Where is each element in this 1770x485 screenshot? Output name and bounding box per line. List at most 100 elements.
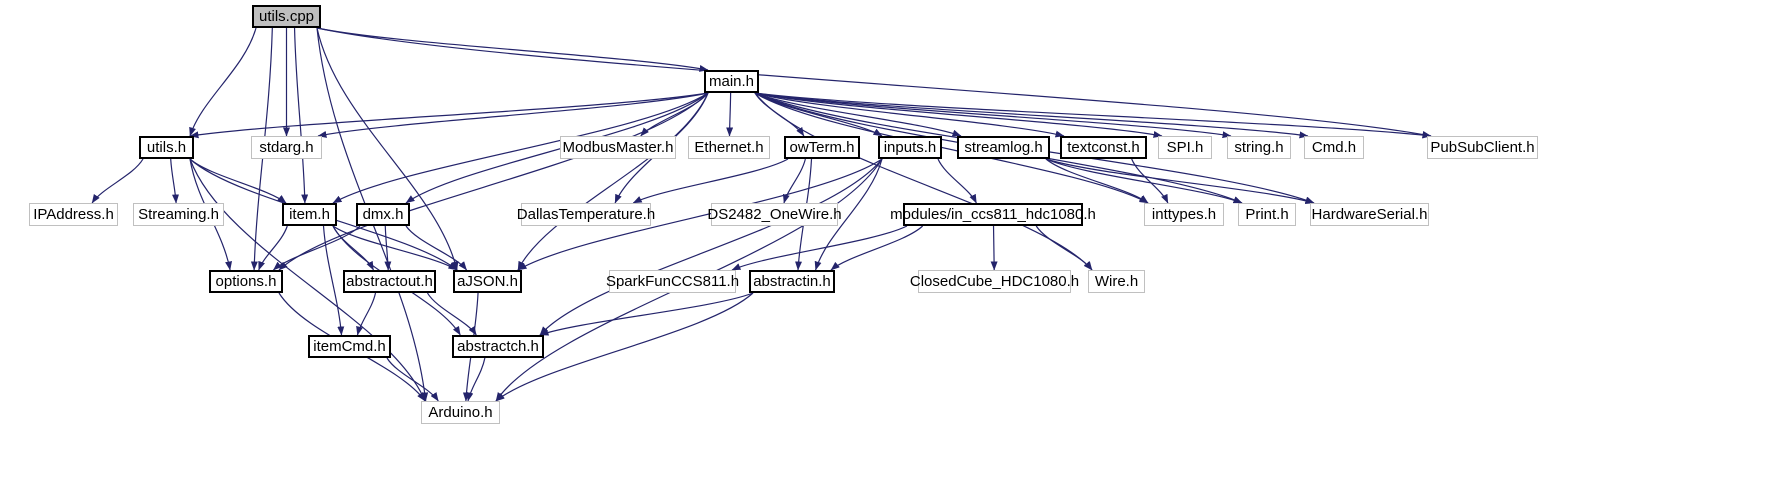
graph-node-ipaddress-h[interactable]: IPAddress.h xyxy=(29,203,118,226)
graph-node-label: utils.h xyxy=(146,139,187,156)
graph-edge-streamlog-h-to-print-h xyxy=(1045,158,1243,204)
graph-node-ds2482-h[interactable]: DS2482_OneWire.h xyxy=(707,203,842,226)
graph-node-label: Wire.h xyxy=(1094,273,1139,290)
graph-node-pubsubclient-h[interactable]: PubSubClient.h xyxy=(1427,136,1538,159)
graph-node-label: SparkFunCCS811.h xyxy=(605,273,740,290)
graph-edge-main-h-to-options-h xyxy=(278,92,709,271)
graph-node-label: main.h xyxy=(708,73,755,90)
graph-node-label: PubSubClient.h xyxy=(1430,139,1535,156)
graph-edge-main-h-to-dmx-h xyxy=(405,92,709,204)
graph-edge-abstractch-h-to-arduino-h xyxy=(466,357,486,402)
graph-edge-streamlog-h-to-inttypes-h xyxy=(1045,158,1149,204)
graph-node-label: Ethernet.h xyxy=(694,139,764,156)
graph-node-sparkfun-h[interactable]: SparkFunCCS811.h xyxy=(605,270,740,293)
graph-node-label: ModbusMaster.h xyxy=(562,139,674,156)
graph-edge-main-h-to-inttypes-h xyxy=(754,92,1149,204)
graph-node-label: item.h xyxy=(289,206,330,223)
graph-node-string-h[interactable]: string.h xyxy=(1227,136,1291,159)
graph-node-label: Arduino.h xyxy=(428,404,493,421)
graph-node-label: dmx.h xyxy=(362,206,404,223)
graph-edge-ccs811mod-h-to-closedcube-h xyxy=(990,225,998,271)
graph-edge-main-h-to-ethernet-h xyxy=(726,92,734,137)
graph-edge-streamlog-h-to-hardwareserial-h xyxy=(1045,158,1315,205)
graph-edge-main-h-to-wire-h xyxy=(754,92,1093,271)
graph-node-modbusmaster-h[interactable]: ModbusMaster.h xyxy=(560,136,676,159)
graph-edge-ccs811mod-h-to-wire-h xyxy=(1035,225,1093,271)
graph-node-label: string.h xyxy=(1234,139,1284,156)
graph-node-wire-h[interactable]: Wire.h xyxy=(1088,270,1145,293)
graph-node-ajson-h[interactable]: aJSON.h xyxy=(453,270,522,293)
graph-edge-abstractout-h-to-itemcmd-h xyxy=(356,292,377,336)
graph-node-itemcmd-h[interactable]: itemCmd.h xyxy=(308,335,391,358)
graph-node-stdarg-h[interactable]: stdarg.h xyxy=(251,136,322,159)
graph-edge-inputs-h-to-ajson-h xyxy=(517,158,883,271)
graph-node-label: Streaming.h xyxy=(138,206,219,223)
graph-node-closedcube-h[interactable]: ClosedCube_HDC1080.h xyxy=(910,270,1079,293)
graph-edge-utils-h-to-arduino-h xyxy=(189,158,426,402)
graph-edge-inputs-h-to-abstractin-h xyxy=(814,158,883,271)
graph-edge-main-h-to-utils-h xyxy=(189,92,709,139)
graph-node-label: utils.cpp xyxy=(258,8,315,25)
graph-edge-dmx-h-to-abstractout-h xyxy=(384,225,392,271)
graph-node-textconst-h[interactable]: textconst.h xyxy=(1060,136,1147,159)
graph-node-abstractout-h[interactable]: abstractout.h xyxy=(343,270,436,293)
graph-node-ccs811mod-h[interactable]: modules/in_ccs811_hdc1080.h xyxy=(890,203,1096,226)
graph-node-main-h[interactable]: main.h xyxy=(704,70,759,93)
graph-edge-dmx-h-to-options-h xyxy=(273,225,361,271)
graph-node-label: inputs.h xyxy=(883,139,937,156)
graph-edge-utils-cpp-to-item-h xyxy=(293,27,309,204)
graph-node-inputs-h[interactable]: inputs.h xyxy=(878,136,942,159)
graph-node-ethernet-h[interactable]: Ethernet.h xyxy=(688,136,770,159)
graph-node-abstractin-h[interactable]: abstractin.h xyxy=(749,270,835,293)
graph-edge-owterm-h-to-ds2482-h xyxy=(782,158,806,204)
graph-edge-main-h-to-item-h xyxy=(332,92,709,204)
graph-node-print-h[interactable]: Print.h xyxy=(1238,203,1296,226)
graph-node-arduino-h[interactable]: Arduino.h xyxy=(421,401,500,424)
graph-node-abstractch-h[interactable]: abstractch.h xyxy=(452,335,544,358)
graph-node-streaming-h[interactable]: Streaming.h xyxy=(133,203,224,226)
graph-node-spi-h[interactable]: SPI.h xyxy=(1158,136,1212,159)
graph-node-label: owTerm.h xyxy=(789,139,855,156)
graph-node-label: DallasTemperature.h xyxy=(516,206,656,223)
graph-edge-inputs-h-to-abstractch-h xyxy=(539,158,883,336)
graph-node-dmx-h[interactable]: dmx.h xyxy=(356,203,410,226)
graph-node-label: HardwareSerial.h xyxy=(1311,206,1428,223)
graph-edge-item-h-to-options-h xyxy=(258,225,288,271)
graph-node-label: abstractout.h xyxy=(346,273,433,290)
graph-node-label: inttypes.h xyxy=(1151,206,1217,223)
graph-node-label: stdarg.h xyxy=(259,139,314,156)
graph-node-dallastemp-h[interactable]: DallasTemperature.h xyxy=(517,203,655,226)
graph-node-label: ClosedCube_HDC1080.h xyxy=(909,273,1080,290)
graph-node-streamlog-h[interactable]: streamlog.h xyxy=(957,136,1050,159)
graph-edge-main-h-to-stdarg-h xyxy=(317,92,709,138)
graph-node-label: modules/in_ccs811_hdc1080.h xyxy=(890,206,1096,223)
graph-edge-ccs811mod-h-to-abstractin-h xyxy=(830,225,924,271)
graph-node-label: Cmd.h xyxy=(1311,139,1357,156)
graph-edge-item-h-to-abstractout-h xyxy=(332,225,375,271)
graph-node-utils-cpp[interactable]: utils.cpp xyxy=(252,5,321,28)
graph-node-cmd-h[interactable]: Cmd.h xyxy=(1304,136,1364,159)
graph-edge-textconst-h-to-inttypes-h xyxy=(1131,158,1169,204)
graph-edge-main-h-to-string-h xyxy=(754,92,1232,139)
graph-node-label: Print.h xyxy=(1245,206,1289,223)
graph-node-label: aJSON.h xyxy=(457,273,518,290)
graph-node-label: textconst.h xyxy=(1067,139,1140,156)
graph-node-label: IPAddress.h xyxy=(33,206,114,223)
graph-node-label: SPI.h xyxy=(1166,139,1204,156)
graph-node-label: abstractch.h xyxy=(457,338,539,355)
graph-edge-item-h-to-ajson-h xyxy=(332,225,458,271)
graph-node-options-h[interactable]: options.h xyxy=(209,270,283,293)
graph-node-utils-h[interactable]: utils.h xyxy=(139,136,194,159)
graph-node-owterm-h[interactable]: owTerm.h xyxy=(784,136,860,159)
graph-node-hardwareserial-h[interactable]: HardwareSerial.h xyxy=(1310,203,1429,226)
graph-node-item-h[interactable]: item.h xyxy=(282,203,337,226)
graph-edge-itemcmd-h-to-arduino-h xyxy=(386,357,439,402)
graph-edge-utils-cpp-to-ajson-h xyxy=(316,27,459,271)
graph-node-inttypes-h[interactable]: inttypes.h xyxy=(1144,203,1224,226)
graph-node-label: DS2482_OneWire.h xyxy=(707,206,842,223)
graph-edge-abstractout-h-to-abstractch-h xyxy=(426,292,477,336)
graph-edge-utils-cpp-to-main-h xyxy=(316,27,709,72)
graph-edge-utils-cpp-to-utils-h xyxy=(189,27,257,137)
graph-node-label: options.h xyxy=(215,273,277,290)
